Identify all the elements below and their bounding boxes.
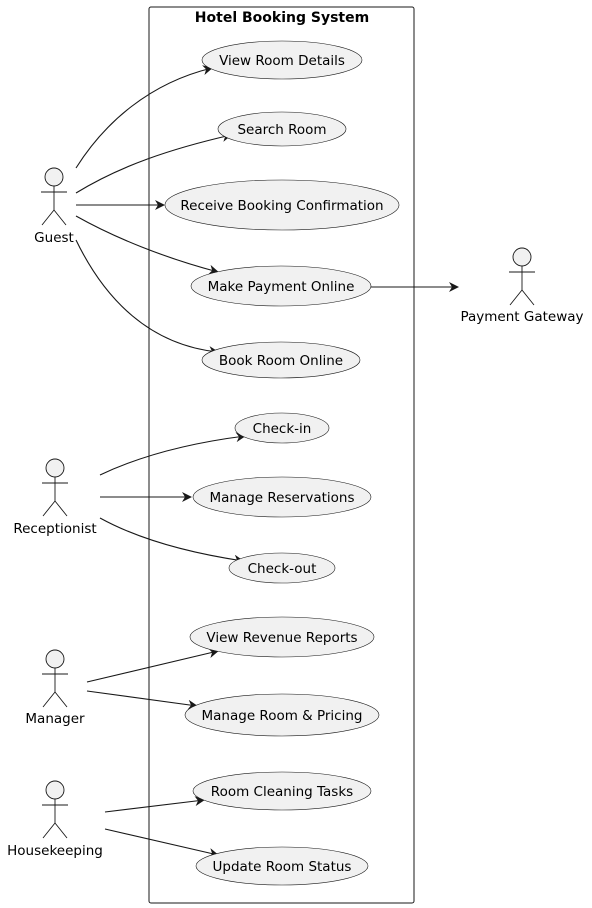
use-case-check-in[interactable]: Check-in [234,412,330,444]
use-case-label: Make Payment Online [208,279,355,295]
use-case-label: Receive Booking Confirmation [180,198,383,214]
use-case-book-room-online[interactable]: Book Room Online [201,341,361,379]
use-case-label: Manage Reservations [209,490,354,506]
associations [75,65,459,858]
use-case-room-cleaning-tasks[interactable]: Room Cleaning Tasks [192,771,372,811]
edge-guest-make-payment-online [75,215,219,275]
stick-figure-icon [42,458,68,517]
use-case-label: Search Room [237,122,326,138]
actor-manager[interactable]: Manager [25,649,85,727]
system-boundary: Hotel Booking System [148,6,415,904]
edge-housekeeping-room-cleaning [104,796,205,813]
stick-figure-icon [42,780,68,839]
use-case-label: Book Room Online [219,353,343,369]
use-case-label: View Room Details [219,53,345,69]
actor-label: Manager [25,711,85,727]
use-case-view-room-details[interactable]: View Room Details [201,40,363,80]
use-case-label: Room Cleaning Tasks [211,784,353,800]
use-case-make-payment-online[interactable]: Make Payment Online [190,265,372,307]
actor-label: Payment Gateway [460,309,583,325]
actor-label: Guest [34,230,74,246]
edge-receptionist-check-out [99,517,244,565]
edge-housekeeping-update-room-status [104,828,219,858]
use-case-receive-booking-confirmation[interactable]: Receive Booking Confirmation [164,179,400,231]
actor-receptionist[interactable]: Receptionist [13,458,97,537]
use-case-label: Manage Room & Pricing [202,708,363,724]
system-title: Hotel Booking System [195,10,369,26]
actor-label: Housekeeping [7,843,103,859]
use-case-label: View Revenue Reports [206,630,357,646]
actor-payment-gateway[interactable]: Payment Gateway [460,247,584,325]
use-case-label: Check-in [253,421,312,437]
edge-manager-view-revenue-reports [86,648,219,683]
edge-guest-view-room-details [75,65,213,169]
edge-guest-search-room [75,132,232,194]
use-case-search-room[interactable]: Search Room [217,111,347,147]
use-case-label: Update Room Status [213,859,352,875]
stick-figure-icon [509,247,535,306]
edge-receptionist-check-in [99,432,246,476]
use-case-check-out[interactable]: Check-out [228,552,336,584]
edge-manager-manage-room-pricing [86,690,198,710]
actor-label: Receptionist [13,521,96,537]
use-cases: View Room Details Search Room Receive Bo… [164,40,400,886]
use-case-view-revenue-reports[interactable]: View Revenue Reports [189,616,375,658]
use-case-label: Check-out [248,561,317,577]
stick-figure-icon [42,649,68,708]
actor-housekeeping[interactable]: Housekeeping [7,780,103,859]
use-case-manage-reservations[interactable]: Manage Reservations [192,476,372,518]
use-case-manage-room-pricing[interactable]: Manage Room & Pricing [184,693,380,737]
actor-guest[interactable]: Guest [34,167,74,246]
actors: Guest Receptionist Manager [7,167,584,859]
edge-guest-book-room-online [75,239,219,357]
use-case-update-room-status[interactable]: Update Room Status [195,846,369,886]
stick-figure-icon [41,167,67,226]
